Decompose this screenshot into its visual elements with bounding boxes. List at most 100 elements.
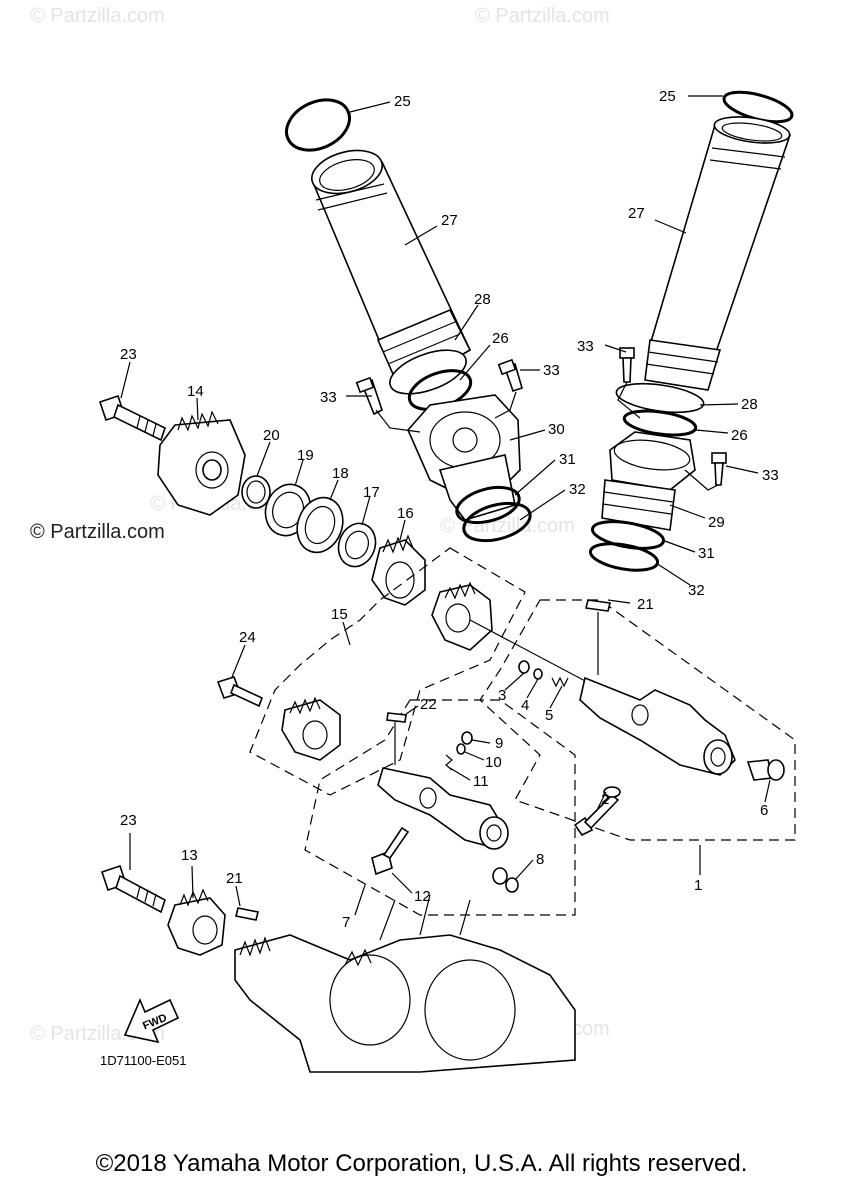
watermark-middle: © Partzilla.com (440, 515, 575, 537)
label-10: 10 (485, 754, 502, 771)
label-32-right: 32 (688, 582, 705, 599)
o-ring-26-right (622, 409, 698, 437)
label-21-lower: 21 (226, 870, 243, 887)
label-11: 11 (473, 773, 489, 790)
watermark-top-left: © Partzilla.com (30, 5, 165, 27)
label-25-right: 25 (659, 88, 676, 105)
leader-lines (120, 95, 771, 916)
gear-14 (157, 410, 246, 516)
leader-bolt-a (375, 409, 421, 433)
label-3: 3 (498, 687, 506, 704)
label-29: 29 (708, 514, 725, 531)
washer-10 (456, 743, 466, 755)
label-22: 22 (420, 696, 437, 713)
label-18: 18 (332, 465, 349, 482)
bolt-33-left-b (497, 358, 523, 393)
bolt-12 (371, 826, 410, 876)
label-14: 14 (187, 383, 204, 400)
label-33-a: 33 (320, 389, 337, 406)
diagram-code: 1D71100-E051 (100, 1053, 187, 1068)
label-9: 9 (495, 735, 503, 752)
label-17: 17 (363, 484, 380, 501)
gear-15-upper (431, 581, 493, 651)
gear-15-lower (281, 696, 341, 761)
label-21-upper: 21 (637, 596, 654, 613)
shaft-right (579, 676, 736, 776)
label-25-left: 25 (394, 93, 411, 110)
kit-15-boundary (249, 547, 526, 796)
pin-9 (461, 731, 473, 745)
nut-29 (601, 431, 696, 531)
o-ring-31-right (590, 520, 666, 550)
copyright-notice: ©2018 Yamaha Motor Corporation, U.S.A. A… (95, 1150, 748, 1177)
shaft-left (377, 767, 509, 850)
gear-16 (371, 534, 426, 606)
plug-6 (746, 759, 785, 781)
label-24: 24 (239, 629, 256, 646)
pin-3 (518, 660, 530, 674)
tube-27-left (310, 149, 472, 392)
label-19: 19 (297, 447, 314, 464)
bolt-33-right-a (619, 347, 635, 383)
bolt-33-left-a (355, 376, 383, 416)
o-ring-32-right (588, 542, 660, 572)
bolt-33-right-b (711, 452, 727, 486)
label-27-left: 27 (441, 212, 458, 229)
label-27-right: 27 (628, 205, 645, 222)
label-26-left: 26 (492, 330, 509, 347)
label-4: 4 (521, 697, 529, 714)
crankshaft (234, 894, 576, 1073)
label-16: 16 (397, 505, 414, 522)
label-28-right: 28 (741, 396, 758, 413)
bolt-2 (573, 786, 621, 837)
gear-13 (167, 888, 226, 956)
label-13: 13 (181, 847, 198, 864)
key-21-lower (235, 907, 259, 921)
label-31-right: 31 (698, 545, 715, 562)
label-23-lower: 23 (120, 812, 137, 829)
o-ring-31-left (455, 485, 521, 525)
label-6: 6 (760, 802, 768, 819)
washer-18 (296, 496, 344, 554)
spring-5 (551, 676, 569, 688)
bolt-23-lower (100, 864, 166, 914)
watermark-top-right: © Partzilla.com (475, 5, 610, 27)
gasket-28-left (389, 349, 467, 395)
label-5: 5 (545, 707, 553, 724)
kit-7-boundary (304, 699, 576, 916)
leader-bolt-b (494, 391, 517, 419)
label-20: 20 (263, 427, 280, 444)
circlip-20 (241, 475, 271, 509)
lock-washer-17 (337, 522, 377, 568)
label-12: 12 (414, 888, 431, 905)
tube-27-right (644, 116, 792, 391)
leader-bolt-d (684, 469, 719, 491)
label-30: 30 (548, 421, 565, 438)
label-33-d: 33 (762, 467, 779, 484)
washer-4 (533, 668, 543, 680)
label-23-upper: 23 (120, 346, 137, 363)
label-33-b: 33 (543, 362, 560, 379)
label-33-c: 33 (577, 338, 594, 355)
o-ring-25-left (285, 98, 351, 152)
label-32-left: 32 (569, 481, 586, 498)
label-15: 15 (331, 606, 348, 623)
label-2: 2 (601, 791, 609, 808)
fwd-arrow-icon: FWD (123, 997, 180, 1044)
watermark-left-dark: © Partzilla.com (30, 521, 165, 543)
plug-8 (492, 867, 519, 893)
bolt-23-upper (98, 394, 166, 442)
label-28-left: 28 (474, 291, 491, 308)
key-21-upper (585, 599, 611, 612)
label-8: 8 (536, 851, 544, 868)
key-22 (386, 712, 407, 723)
label-26-right: 26 (731, 427, 748, 444)
label-31-left: 31 (559, 451, 576, 468)
spring-11 (445, 754, 453, 771)
label-7: 7 (342, 914, 350, 931)
bolt-24 (216, 676, 264, 708)
leader-bolt-c (617, 381, 641, 419)
label-1: 1 (694, 877, 702, 894)
kit-1-boundary (479, 599, 796, 841)
